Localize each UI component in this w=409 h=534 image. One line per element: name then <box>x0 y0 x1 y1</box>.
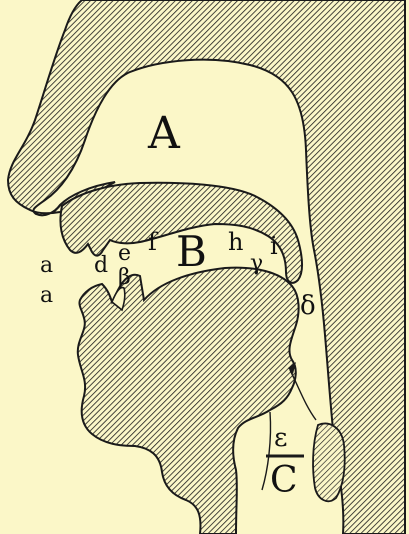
label-a-region: A <box>147 108 181 159</box>
label-h: h <box>228 228 243 256</box>
label-c-region: C <box>270 460 298 501</box>
label-i: i <box>270 232 278 260</box>
airway-line <box>290 370 316 420</box>
label-gamma: γ <box>250 251 263 276</box>
tongue-jaw-mass <box>78 268 299 534</box>
label-a-upper: a <box>40 253 53 278</box>
label-epsilon: ε <box>274 423 287 453</box>
label-b-region: B <box>176 227 207 276</box>
label-beta: β <box>118 265 131 290</box>
label-e: e <box>118 241 131 266</box>
label-d: d <box>94 253 108 278</box>
larynx-structure <box>313 424 345 502</box>
label-a-lower: a <box>40 283 53 308</box>
label-delta: δ <box>300 291 316 321</box>
